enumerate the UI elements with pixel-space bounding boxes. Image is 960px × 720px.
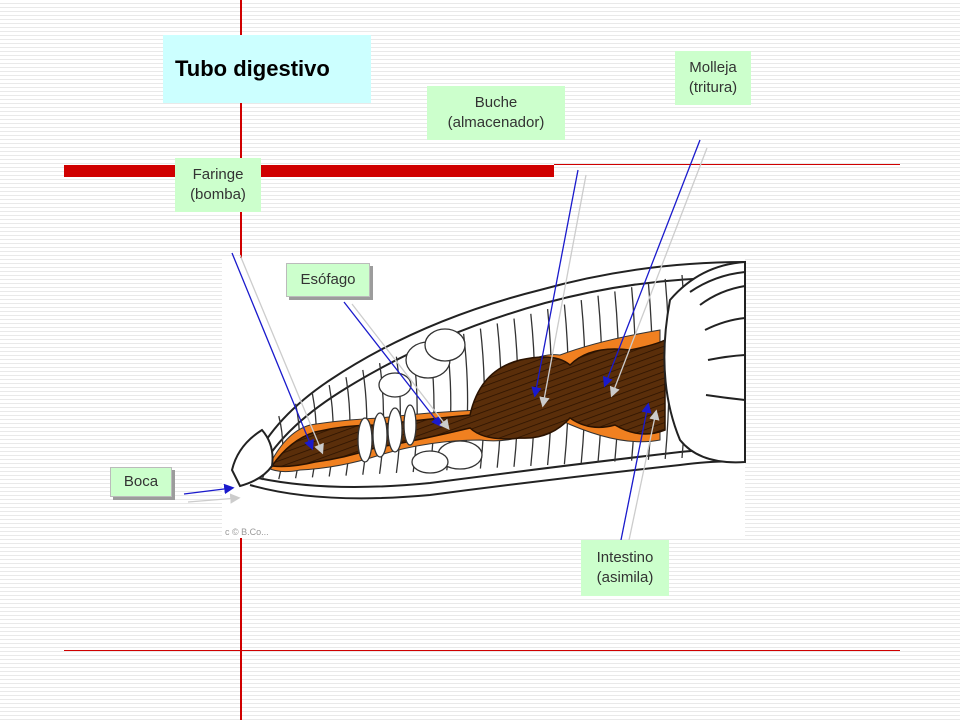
label-intestino: Intestino (asimila) [581, 540, 669, 596]
label-faringe-name: Faringe [192, 166, 244, 183]
red-bottom-rule [64, 650, 900, 651]
label-buche-role: (almacenador) [447, 114, 545, 131]
label-molleja-name: Molleja [689, 59, 737, 76]
label-faringe: Faringe (bomba) [175, 158, 261, 212]
slide-title-text: Tubo digestivo [175, 56, 330, 81]
calciferous-rings [357, 404, 417, 463]
seminal-vesicles [378, 328, 483, 474]
pointer-lines [183, 139, 701, 546]
clitellum [663, 260, 746, 464]
shadow-pointer-lines [187, 147, 708, 546]
label-buche: Buche (almacenador) [427, 86, 565, 140]
label-buche-name: Buche [474, 94, 518, 111]
label-faringe-role: (bomba) [190, 186, 246, 203]
slide-title: Tubo digestivo [163, 35, 371, 103]
label-molleja: Molleja (tritura) [675, 51, 751, 105]
label-boca-name: Boca [123, 473, 159, 490]
label-intestino-role: (asimila) [596, 569, 654, 586]
label-intestino-name: Intestino [596, 549, 654, 566]
label-esofago-name: Esófago [300, 271, 356, 288]
image-watermark: c © B.Co... [225, 527, 269, 537]
worm-head [230, 428, 274, 488]
label-esofago: Esófago [286, 263, 370, 297]
label-boca: Boca [110, 467, 172, 497]
label-molleja-role: (tritura) [688, 79, 738, 96]
red-thin-rule [554, 164, 900, 165]
